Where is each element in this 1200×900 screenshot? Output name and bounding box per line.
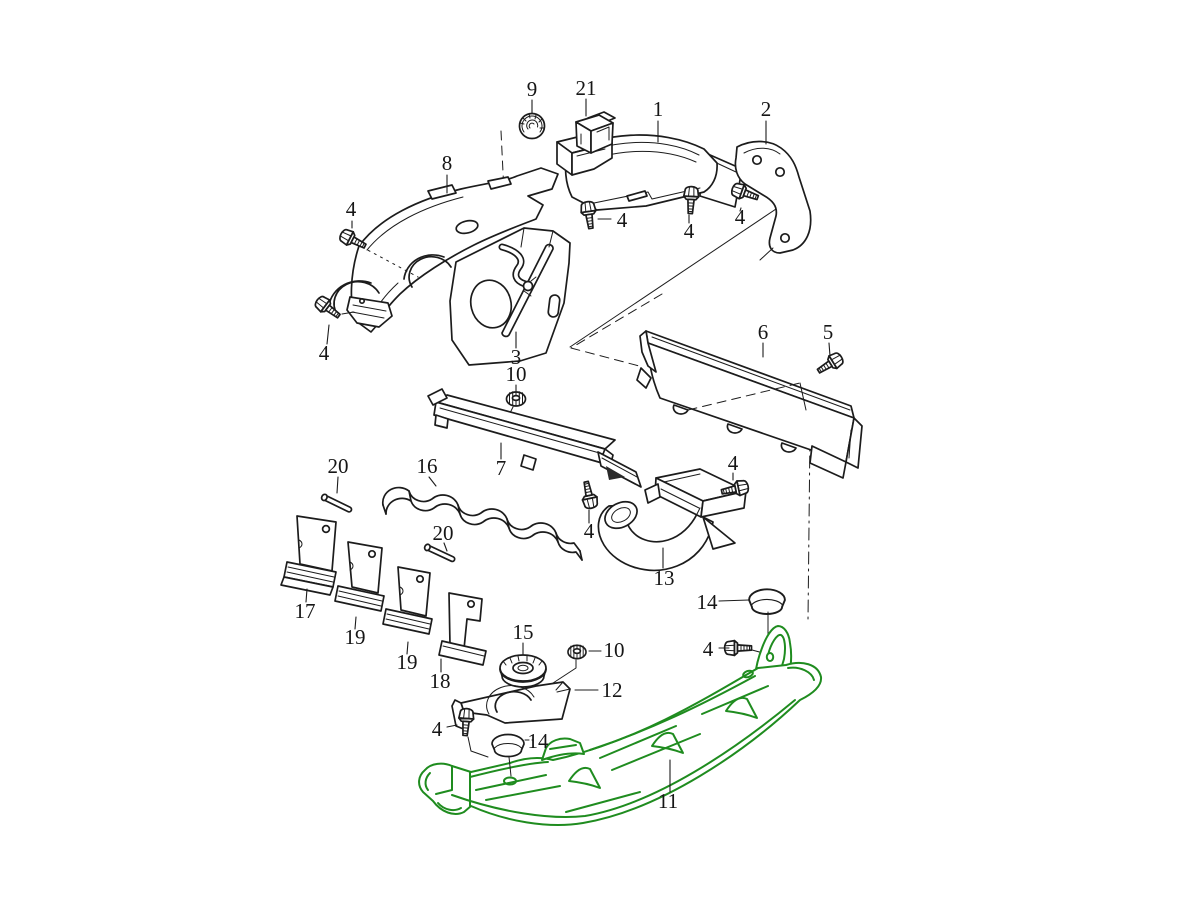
callout-20-1: 20 xyxy=(328,454,349,478)
bolt-4-d xyxy=(682,185,700,215)
part-6 xyxy=(636,330,863,479)
callout-12: 12 xyxy=(602,678,623,702)
callout-20-2: 20 xyxy=(433,521,454,545)
part-12 xyxy=(451,681,571,731)
callout-4-6: 4 xyxy=(584,519,595,543)
callout-3: 3 xyxy=(511,345,522,369)
callout-4-4: 4 xyxy=(684,219,695,243)
callout-19-2: 19 xyxy=(397,650,418,674)
callout-10-2: 10 xyxy=(604,638,625,662)
callout-18: 18 xyxy=(430,669,451,693)
part-7 xyxy=(427,388,642,488)
part-21 xyxy=(575,111,616,154)
part-15 xyxy=(499,654,547,688)
part-2 xyxy=(734,140,812,261)
callout-4-2: 4 xyxy=(319,341,330,365)
callout-10-1: 10 xyxy=(506,362,527,386)
part-13 xyxy=(597,468,747,572)
callout-5: 5 xyxy=(823,320,834,344)
callout-6: 6 xyxy=(758,320,769,344)
part-19-second xyxy=(382,566,433,635)
callout-4-7: 4 xyxy=(728,451,739,475)
part-18 xyxy=(438,592,487,666)
callout-2: 2 xyxy=(761,97,772,121)
bolt-4-f xyxy=(578,479,600,511)
pin-20-upper xyxy=(319,492,354,515)
part-3 xyxy=(449,227,571,366)
callout-15: 15 xyxy=(513,620,534,644)
callout-4-1: 4 xyxy=(346,197,357,221)
pin-20-lower xyxy=(422,542,457,564)
callout-9: 9 xyxy=(527,77,538,101)
bolt-4-h xyxy=(456,707,489,758)
part-8 xyxy=(328,167,559,333)
part-9 xyxy=(518,112,546,140)
callout-4-8: 4 xyxy=(432,717,443,741)
callout-13: 13 xyxy=(654,566,675,590)
callout-4-9: 4 xyxy=(703,637,714,661)
callout-8: 8 xyxy=(442,151,453,175)
part-17 xyxy=(280,515,337,596)
part-19-first xyxy=(334,541,385,612)
callout-1: 1 xyxy=(653,97,664,121)
callout-4-5: 4 xyxy=(735,205,746,229)
callout-4-3: 4 xyxy=(617,208,628,232)
part-11-highlighted xyxy=(418,625,823,826)
callout-11: 11 xyxy=(658,789,678,813)
callout-14-1: 14 xyxy=(528,729,550,753)
callout-21: 21 xyxy=(576,76,597,100)
callout-labels: 9 21 1 2 8 4 4 4 4 4 3 10 6 5 7 16 20 20… xyxy=(295,76,834,813)
callout-7: 7 xyxy=(496,456,507,480)
callout-16: 16 xyxy=(417,454,438,478)
leader-lines xyxy=(305,98,831,793)
callout-19-1: 19 xyxy=(345,625,366,649)
cap-14-right xyxy=(748,588,786,638)
callout-17: 17 xyxy=(295,599,316,623)
cap-stem-lines xyxy=(508,756,512,777)
bolt-4-b xyxy=(311,293,345,323)
cap-14-left xyxy=(491,733,525,758)
part-16 xyxy=(381,486,583,561)
callout-14-2: 14 xyxy=(697,590,719,614)
